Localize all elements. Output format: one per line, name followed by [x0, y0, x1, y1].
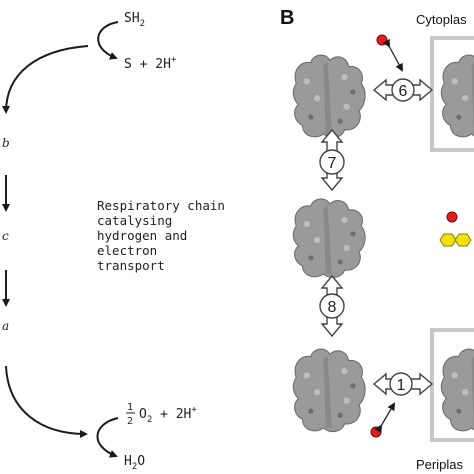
chain-label-line-3: hydrogen and — [97, 228, 187, 243]
arc-to-b — [2, 45, 89, 114]
bottom-reactant: 1 2 O2 + 2H+ — [126, 402, 197, 427]
red-ball-middle — [446, 211, 458, 223]
cytochrome-b: b — [2, 136, 10, 150]
protein-bottom-left — [292, 348, 366, 433]
step-8-number: 8 — [328, 299, 337, 316]
chain-label-line-4: electron — [97, 243, 157, 258]
step-8-circle — [319, 293, 345, 319]
respiratory-chain-label: Respiratory chain catalysing hydrogen an… — [97, 198, 225, 273]
top-branch-arrow — [97, 21, 119, 60]
yellow-hexagon-pair — [439, 233, 472, 247]
chain-label-line-1: Respiratory chain — [97, 198, 225, 213]
step-8-arrow: 8 — [319, 274, 345, 338]
protein-top-right — [440, 54, 474, 139]
step-7-circle — [319, 149, 345, 175]
svg-text:2: 2 — [127, 416, 133, 427]
step-1-number: 1 — [397, 377, 406, 394]
cytochrome-c: c — [2, 229, 9, 243]
step-7-number: 7 — [328, 155, 337, 172]
red-ball-top — [376, 34, 388, 46]
bottom-branch-arrow — [96, 417, 119, 458]
protein-bottom-right — [440, 348, 474, 433]
step-1-arrow: 1 — [372, 372, 434, 396]
cytochrome-a: a — [2, 319, 9, 333]
chain-label-line-2: catalysing — [97, 213, 172, 228]
top-product: S + 2H+ — [124, 55, 177, 72]
panel-b-label: B — [280, 7, 294, 29]
step-6-number: 6 — [399, 83, 408, 100]
panel-a: SH2 S + 2H+ b c a Respiratory chain cata… — [2, 11, 225, 472]
bottom-frame — [430, 328, 474, 442]
red-ball-bottom — [370, 426, 382, 438]
top-reactant: SH2 — [124, 11, 145, 29]
thin-arrow-bottom — [374, 402, 396, 434]
arc-to-water — [5, 365, 88, 438]
step-6-arrow: 6 — [372, 78, 434, 102]
periplasm-label: Periplas — [416, 457, 463, 472]
step-6-circle — [391, 78, 415, 102]
top-frame — [430, 36, 474, 152]
step-1-circle — [389, 372, 413, 396]
chain-label-line-5: transport — [97, 258, 165, 273]
panel-b: B Cytoplas Periplas 6 7 8 — [280, 7, 474, 472]
protein-middle — [292, 198, 366, 279]
protein-top-left — [292, 54, 366, 139]
cytoplasm-label: Cytoplas — [416, 12, 467, 27]
thin-arrow-top — [382, 38, 403, 72]
svg-text:O2 + 2H+: O2 + 2H+ — [139, 405, 197, 425]
step-7-arrow: 7 — [319, 128, 345, 192]
svg-text:1: 1 — [127, 402, 133, 413]
bottom-product: H2O — [124, 454, 145, 472]
